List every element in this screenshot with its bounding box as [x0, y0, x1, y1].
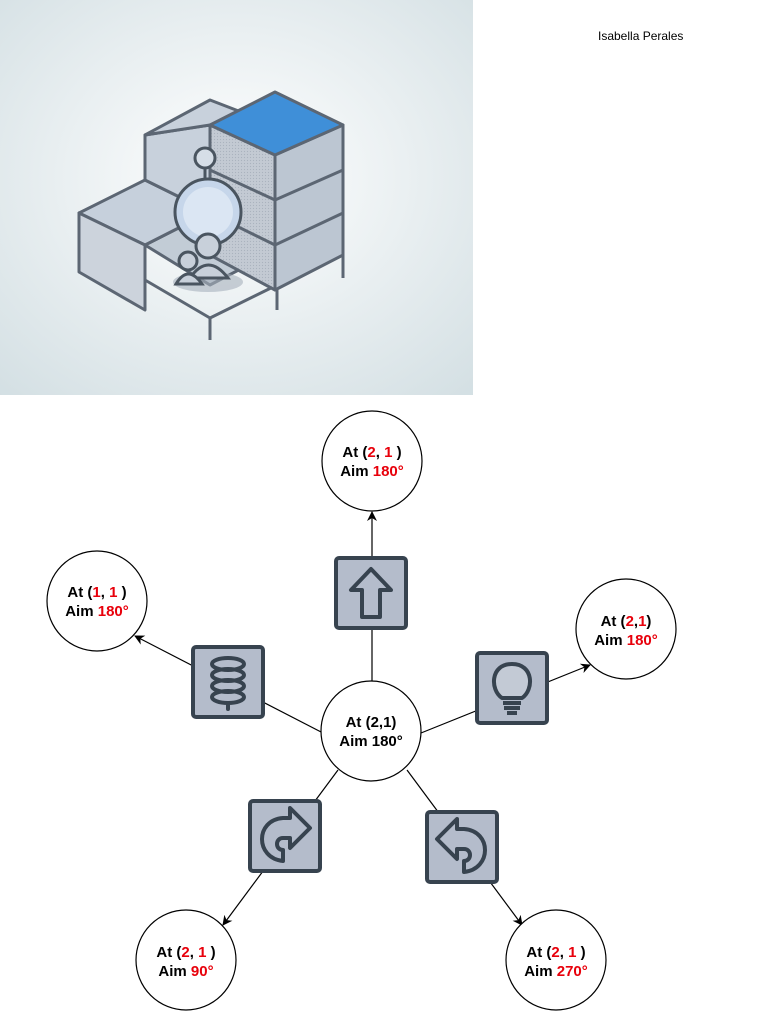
center-aim-label: Aim 180° — [339, 733, 403, 750]
state-node-left: At (1, 1 ) Aim 180° — [46, 550, 148, 652]
rotate-right-icon — [248, 799, 322, 873]
node-position-label: At (2, 1 ) — [526, 944, 585, 961]
arrow-up-icon — [334, 556, 408, 630]
state-node-bottom-right: At (2, 1 ) Aim 270° — [505, 909, 607, 1011]
node-aim-label: Aim 180° — [65, 603, 129, 620]
node-aim-label: Aim 270° — [524, 963, 588, 980]
node-aim-label: Aim 180° — [340, 463, 404, 480]
node-aim-label: Aim 90° — [158, 963, 213, 980]
state-node-bottom-left: At (2, 1 ) Aim 90° — [135, 909, 237, 1011]
center-position-label: At (2,1) — [346, 714, 397, 731]
node-aim-label: Aim 180° — [594, 632, 658, 649]
state-node-top: At (2, 1 ) Aim 180° — [321, 410, 423, 512]
node-position-label: At (2, 1 ) — [342, 444, 401, 461]
state-node-right: At (2,1) Aim 180° — [575, 578, 677, 680]
rotate-left-icon — [425, 810, 499, 884]
author-name: Isabella Perales — [598, 29, 684, 43]
node-position-label: At (1, 1 ) — [67, 584, 126, 601]
spring-icon — [191, 645, 265, 719]
lightbulb-icon — [475, 651, 549, 725]
center-state-node: At (2,1) Aim 180° — [320, 680, 422, 782]
game-scene-illustration — [0, 0, 473, 395]
node-position-label: At (2, 1 ) — [156, 944, 215, 961]
node-position-label: At (2,1) — [601, 613, 652, 630]
